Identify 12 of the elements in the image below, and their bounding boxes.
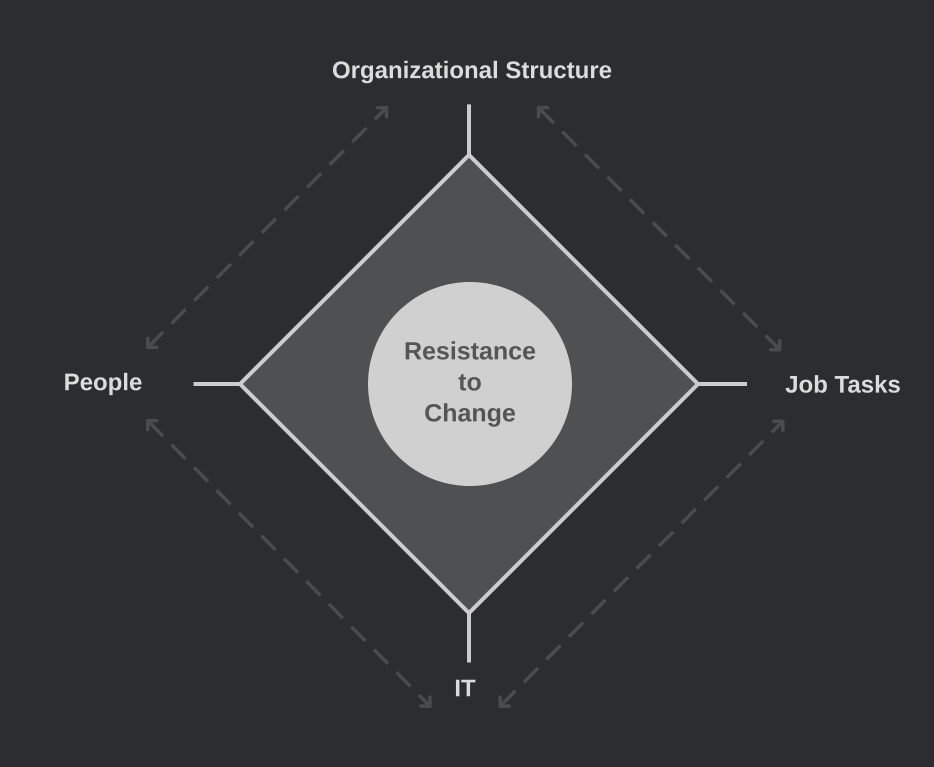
factor-label: Organizational Structure [332, 60, 612, 84]
connector-line [194, 382, 240, 386]
double-arrow [146, 106, 388, 350]
factor-label: Job Tasks [786, 375, 900, 393]
double-arrow [536, 106, 782, 352]
double-arrow [498, 420, 785, 708]
factor-label: IT [456, 680, 476, 696]
factor-label: People [65, 372, 142, 396]
connector-line [467, 613, 471, 663]
connector-line [698, 382, 747, 386]
connector-line [467, 104, 471, 155]
double-arrow [146, 418, 432, 708]
